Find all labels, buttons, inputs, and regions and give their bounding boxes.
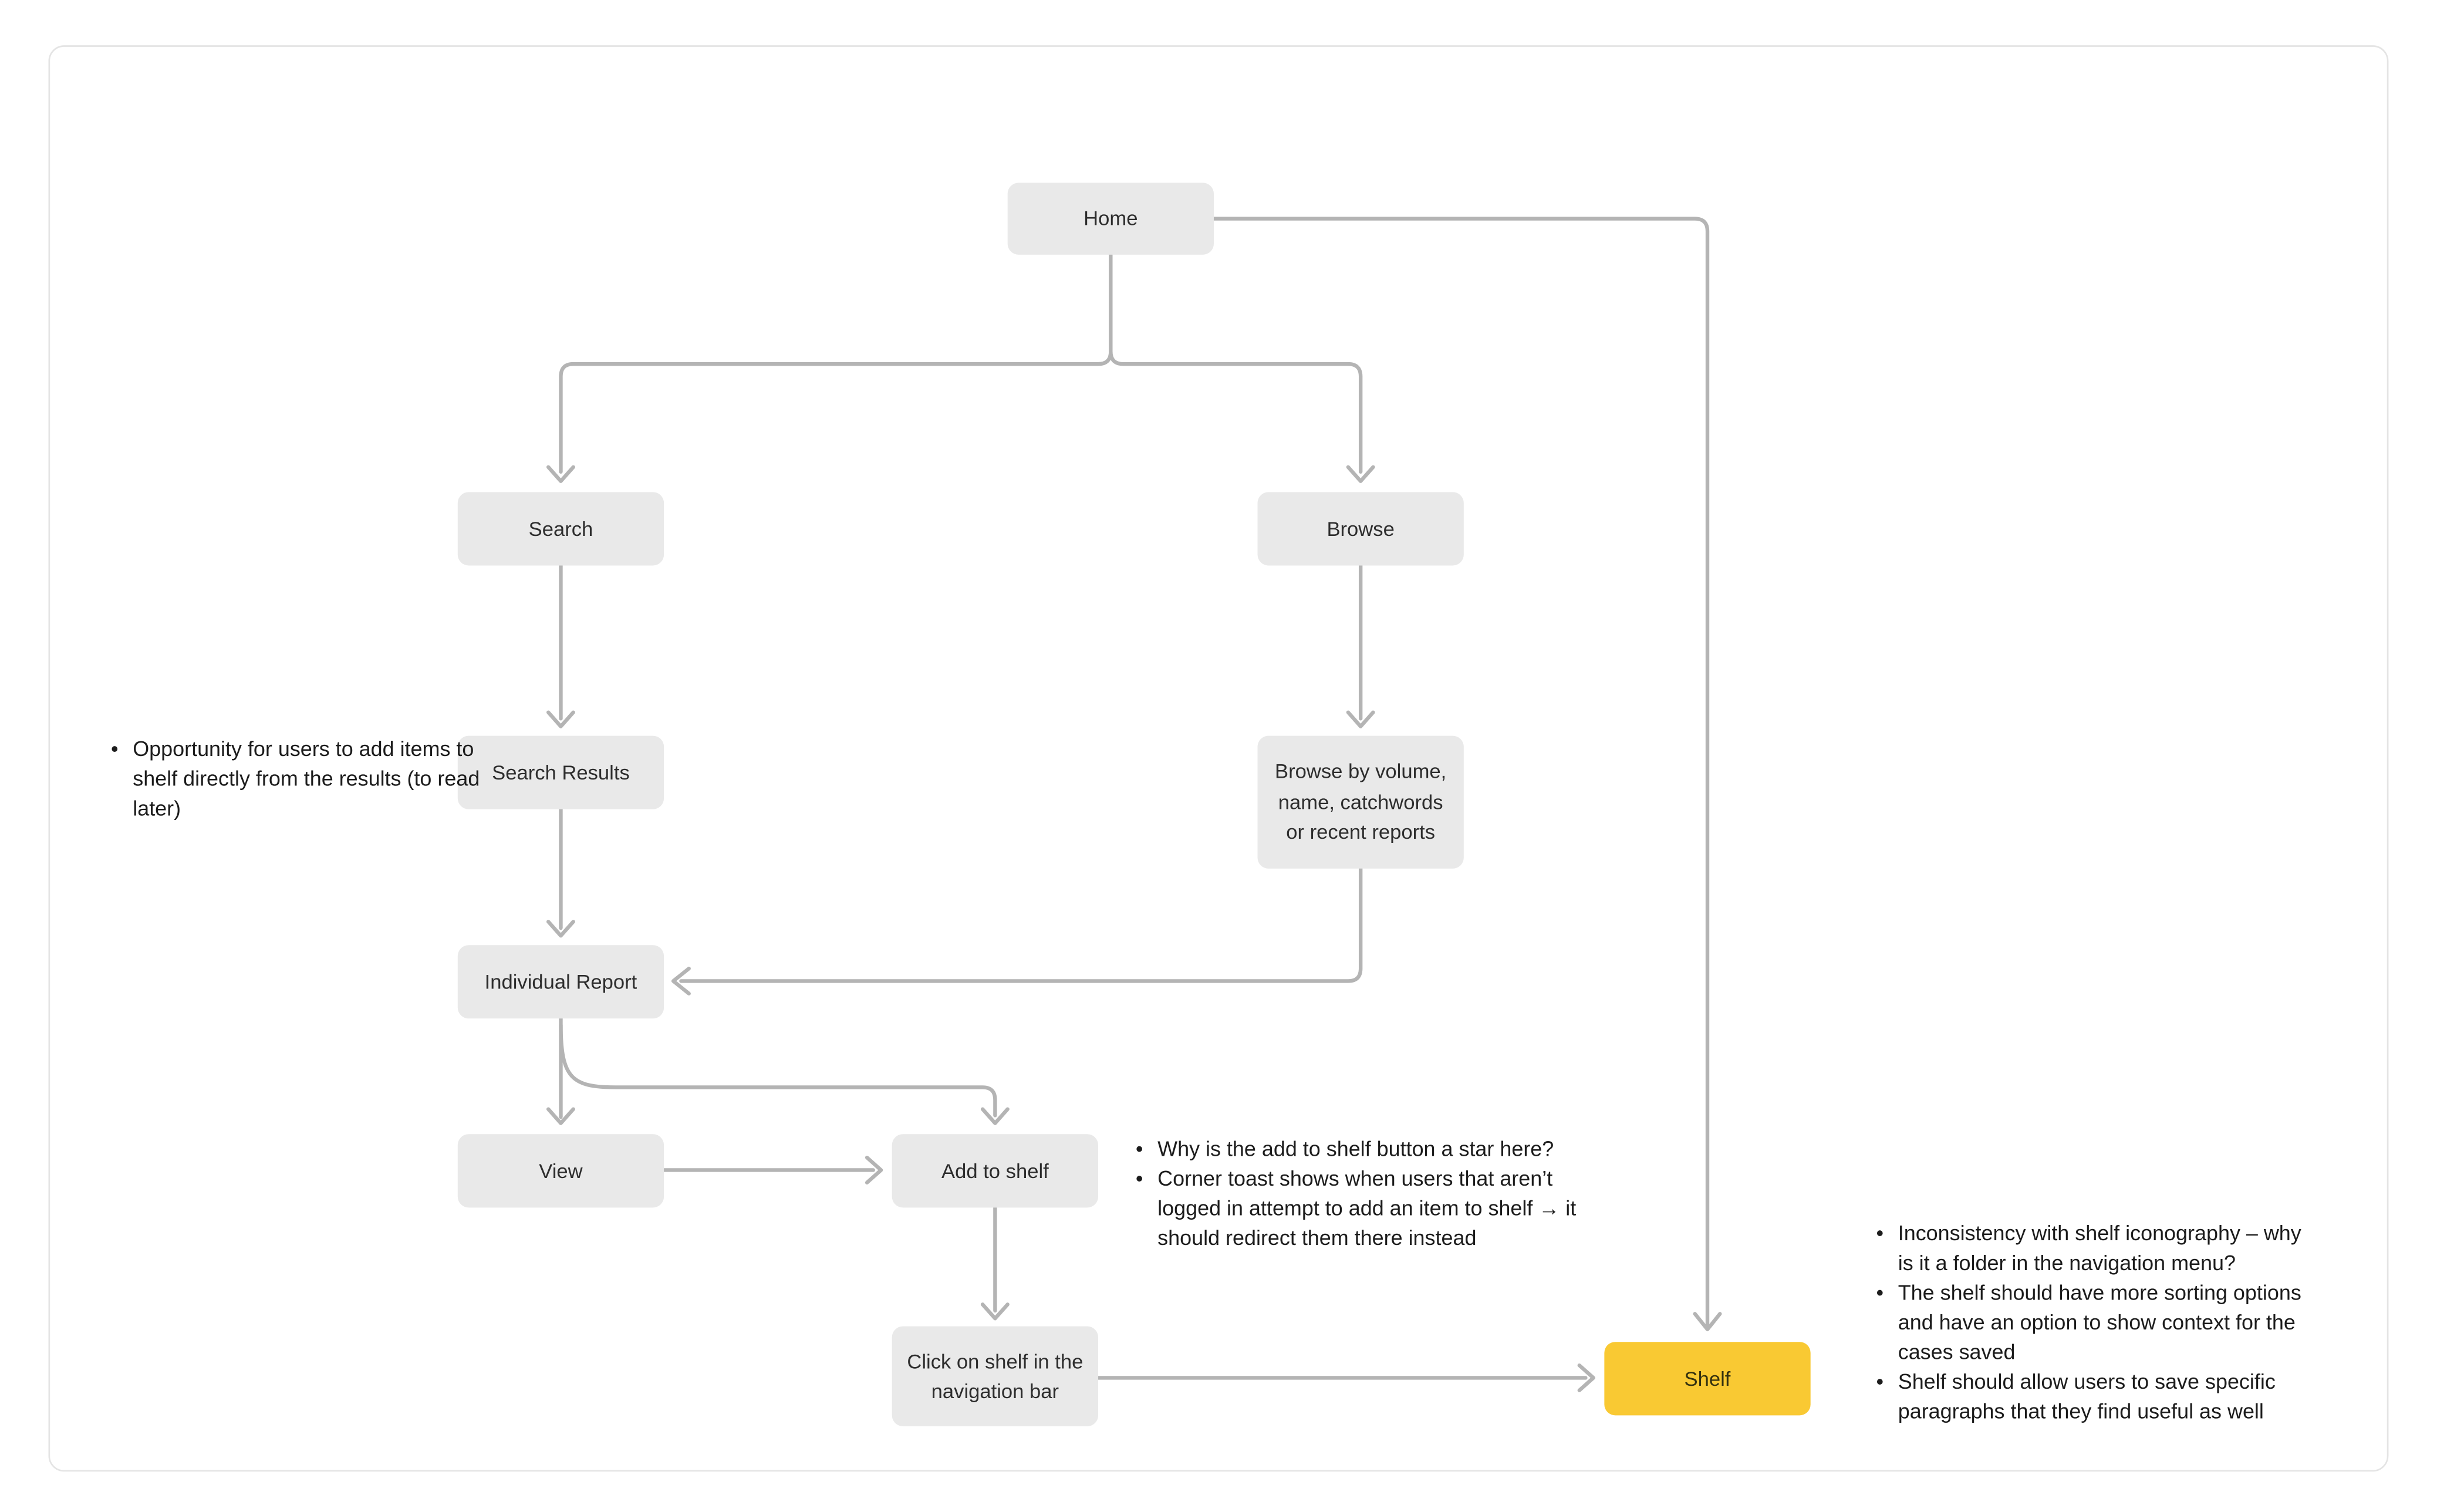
node-shelf[interactable]: Shelf [1604,1342,1811,1416]
annotation-list-shelf: Inconsistency with shelf iconography – w… [1875,1219,2316,1426]
node-search[interactable]: Search [457,492,664,566]
list-item: The shelf should have more sorting optio… [1875,1278,2316,1367]
list-item: Corner toast shows when users that aren’… [1134,1164,1602,1253]
annotation-list-add-to-shelf: Why is the add to shelf button a star he… [1134,1134,1602,1253]
node-home[interactable]: Home [1007,183,1214,255]
node-individual-report[interactable]: Individual Report [457,945,664,1019]
node-browse[interactable]: Browse [1257,492,1464,566]
node-search-results[interactable]: Search Results [457,735,664,809]
list-item: Shelf should allow users to save specifi… [1875,1367,2316,1426]
list-item: Why is the add to shelf button a star he… [1134,1134,1602,1164]
node-browse-by-volume[interactable]: Browse by volume, name, catchwords or re… [1257,735,1464,869]
annotation-list-search-results: Opportunity for users to add items to sh… [109,734,484,824]
node-click-shelf-nav[interactable]: Click on shelf in the navigation bar [892,1326,1099,1426]
list-item: Opportunity for users to add items to sh… [109,734,484,824]
node-add-to-shelf[interactable]: Add to shelf [892,1134,1099,1208]
list-item: Inconsistency with shelf iconography – w… [1875,1219,2316,1278]
node-view[interactable]: View [457,1134,664,1208]
